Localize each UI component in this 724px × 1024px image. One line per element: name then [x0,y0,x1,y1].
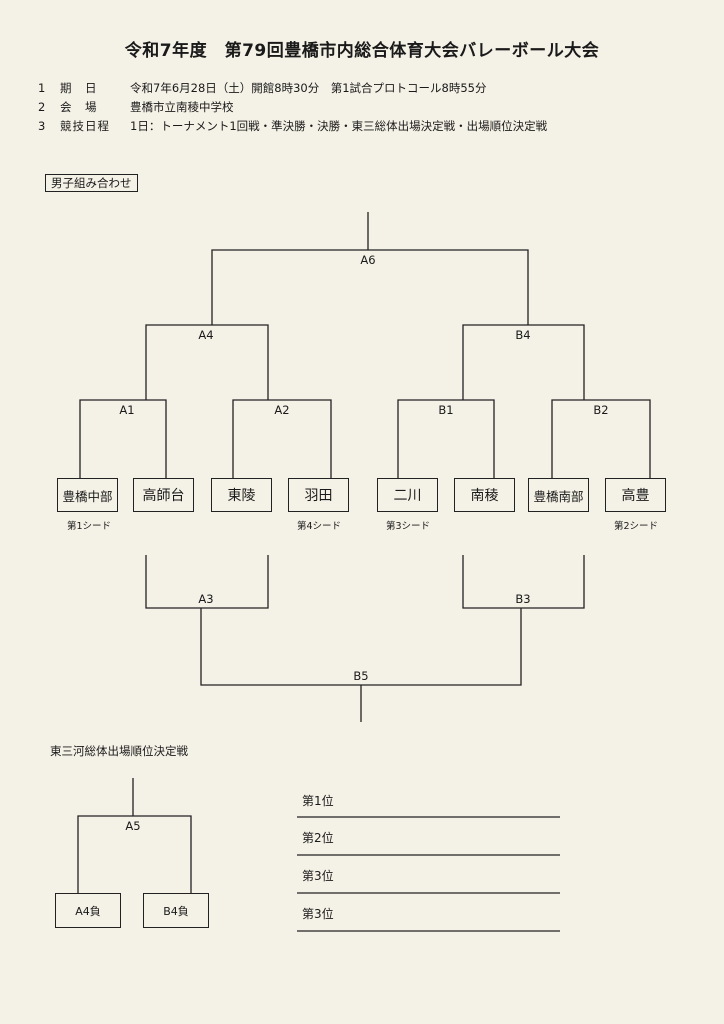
match-label-b4: B4 [515,328,531,342]
info-num: 1 [38,81,46,95]
info-num: 2 [38,100,46,114]
match-label-a1: A1 [119,403,135,417]
match-label-b1: B1 [438,403,454,417]
rank-label-4: 第3位 [302,907,334,921]
section-label-boys: 男子組み合わせ [45,174,138,192]
seed-label-2: 第2シード [614,521,659,532]
match-label-a3: A3 [198,592,214,606]
info-label: 期 日 [60,81,98,95]
match-label-a4: A4 [198,328,214,342]
seed-label-3: 第3シード [386,521,431,532]
info-value: 令和7年6月28日（土）開館8時30分 第1試合プロトコール8時55分 [130,81,487,95]
info-label: 会 場 [60,100,98,114]
team-box-7: 豊橋南部 [528,478,589,512]
placement-box-b4-loser: B4負 [143,893,209,928]
info-row-date: 1 期 日 令和7年6月28日（土）開館8時30分 第1試合プロトコール8時55分 [38,80,486,96]
rank-label-2: 第2位 [302,831,334,845]
page-title: 令和7年度 第79回豊橋市内総合体育大会バレーボール大会 [124,41,600,61]
team-box-3: 東陵 [211,478,272,512]
team-box-1: 豊橋中部 [57,478,118,512]
team-box-2: 高師台 [133,478,194,512]
match-label-a5: A5 [125,819,141,833]
placement-box-a4-loser: A4負 [55,893,121,928]
match-label-b3: B3 [515,592,531,606]
seed-label-1: 第1シード [67,521,112,532]
rank-label-3: 第3位 [302,869,334,883]
team-box-4: 羽田 [288,478,349,512]
team-box-6: 南稜 [454,478,515,512]
info-label: 競技日程 [60,119,110,133]
team-box-5: 二川 [377,478,438,512]
info-num: 3 [38,119,46,133]
info-value: 1日：トーナメント1回戦・準決勝・決勝・東三総体出場決定戦・出場順位決定戦 [130,119,548,133]
match-label-b5: B5 [353,669,369,683]
seed-label-4: 第4シード [297,521,342,532]
match-label-a6: A6 [360,253,376,267]
match-label-b2: B2 [593,403,609,417]
info-row-schedule: 3 競技日程 1日：トーナメント1回戦・準決勝・決勝・東三総体出場決定戦・出場順位決… [38,118,547,134]
info-row-venue: 2 会 場 豊橋市立南稜中学校 [38,99,234,115]
placement-heading: 東三河総体出場順位決定戦 [50,744,188,758]
team-box-8: 高豊 [605,478,666,512]
match-label-a2: A2 [274,403,290,417]
info-value: 豊橋市立南稜中学校 [130,100,234,114]
rank-label-1: 第1位 [302,794,334,808]
